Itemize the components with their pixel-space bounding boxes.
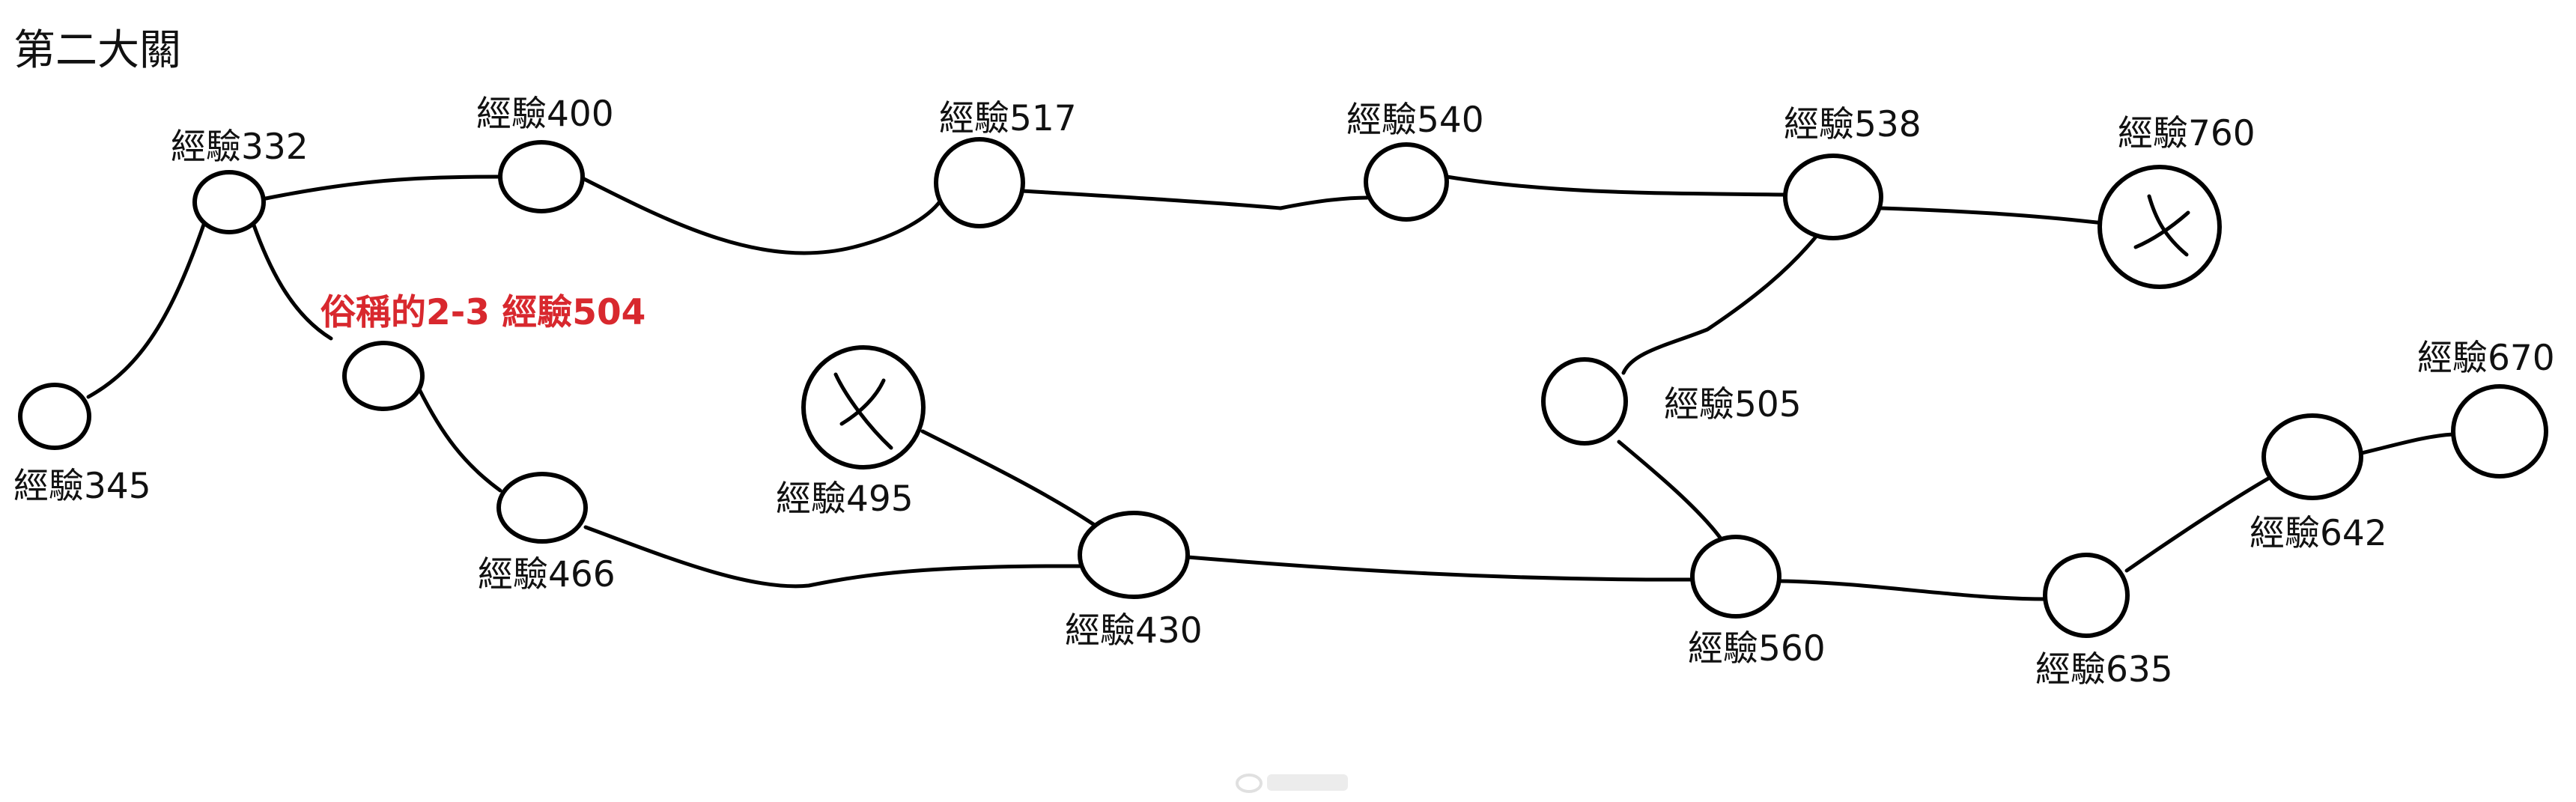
label-560: 經驗560	[1688, 628, 1826, 669]
label-538: 經驗538	[1784, 104, 1922, 145]
label-760: 經驗760	[2118, 113, 2255, 154]
x-mark-icon-760-b	[2133, 210, 2190, 249]
x-mark-icon	[833, 372, 893, 450]
x-mark-icon	[2133, 194, 2190, 257]
label-466: 經驗466	[478, 554, 616, 595]
edge-504-466	[417, 387, 502, 493]
page-title: 第二大關	[13, 26, 181, 75]
edge-466-430	[583, 525, 1082, 589]
label-495: 經驗495	[776, 479, 914, 520]
label-400: 經驗400	[476, 94, 614, 135]
label-345: 經驗345	[13, 466, 151, 507]
edge-400-517	[580, 176, 943, 255]
watermark-shape	[1236, 774, 1263, 793]
edge-332-400	[264, 174, 502, 201]
label-504: 俗稱的2-3 經驗504	[321, 292, 645, 333]
watermark-logo	[1236, 774, 1348, 793]
edge-560-635	[1778, 579, 2048, 601]
label-505: 經驗505	[1664, 384, 1802, 425]
node-760[interactable]	[2097, 165, 2222, 289]
edge-517-540	[1021, 189, 1370, 210]
node-540[interactable]	[1364, 142, 1449, 222]
label-635: 經驗635	[2035, 649, 2173, 690]
edge-642-670	[2357, 432, 2455, 456]
label-540: 經驗540	[1346, 100, 1484, 141]
node-labels: 經驗345 經驗332 俗稱的2-3 經驗504 經驗466 經驗400 經驗5…	[13, 94, 2555, 690]
edge-538-505	[1621, 230, 1822, 375]
node-504[interactable]	[342, 341, 425, 411]
node-642[interactable]	[2261, 413, 2363, 500]
label-642: 經驗642	[2250, 513, 2387, 554]
node-670[interactable]	[2451, 384, 2548, 479]
node-560[interactable]	[1690, 535, 1781, 619]
label-670: 經驗670	[2417, 338, 2555, 379]
node-505[interactable]	[1541, 357, 1628, 446]
edge-332-504	[251, 221, 333, 341]
x-mark-icon-760-a	[2147, 194, 2189, 257]
node-400[interactable]	[498, 140, 585, 213]
edges	[86, 174, 2455, 601]
node-345[interactable]	[18, 383, 91, 450]
node-430[interactable]	[1078, 511, 1190, 599]
edge-430-560	[1185, 555, 1696, 582]
edge-505-560	[1617, 440, 1725, 543]
nodes	[18, 137, 2548, 638]
node-466[interactable]	[496, 472, 588, 544]
node-538[interactable]	[1783, 154, 1883, 240]
node-332[interactable]	[192, 170, 266, 234]
node-517[interactable]	[934, 137, 1025, 228]
edge-345-332	[86, 222, 206, 399]
edge-540-538	[1445, 174, 1789, 197]
label-430: 經驗430	[1065, 610, 1203, 651]
label-517: 經驗517	[939, 98, 1077, 139]
watermark-mark	[1267, 774, 1348, 791]
edge-538-760	[1879, 206, 2105, 225]
edge-495-430	[920, 429, 1096, 526]
node-635[interactable]	[2043, 553, 2130, 638]
edge-635-642	[2124, 467, 2288, 573]
label-332: 經驗332	[171, 127, 309, 168]
x-mark-icon-495-b	[839, 378, 886, 426]
